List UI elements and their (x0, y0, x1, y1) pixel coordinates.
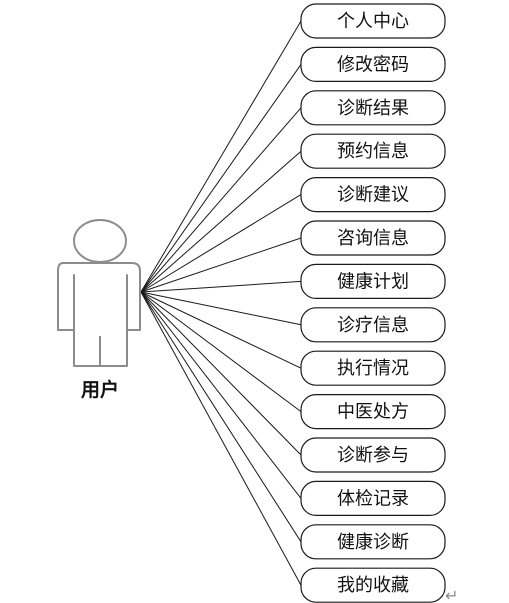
association-line (140, 291, 302, 413)
use-case-outline (300, 437, 446, 473)
use-case-outline (300, 567, 446, 603)
use-case-label: 我的收藏 (337, 575, 409, 596)
use-case-box: 咨询信息 (300, 220, 446, 256)
use-case-box: 执行情况 (300, 350, 446, 386)
use-case-box: 个人中心 (300, 3, 446, 39)
association-line (140, 64, 302, 293)
use-case-label: 执行情况 (337, 358, 409, 379)
use-case-outline (300, 177, 446, 213)
use-case-box: 诊疗信息 (300, 307, 446, 343)
use-case-outline (300, 263, 446, 299)
use-case-outline (300, 3, 446, 39)
association-line (140, 194, 302, 293)
use-case-outline (300, 46, 446, 83)
use-case-label: 诊断建议 (337, 185, 409, 206)
actor-body (57, 262, 141, 367)
use-case-outline (300, 480, 446, 516)
use-case-label: 诊断参与 (337, 445, 409, 466)
use-case-box: 预约信息 (300, 133, 446, 169)
use-case-box: 修改密码 (300, 46, 446, 83)
use-case-outline (300, 307, 446, 343)
use-case-box: 诊断参与 (300, 437, 446, 473)
use-case-label: 中医处方 (337, 402, 409, 423)
use-case-label: 咨询信息 (337, 228, 409, 249)
use-case-outline (300, 350, 446, 386)
association-line (140, 107, 302, 293)
use-case-label: 健康诊断 (337, 532, 409, 553)
use-case-box: 健康计划 (300, 263, 446, 299)
use-case-box: 体检记录 (300, 480, 446, 516)
use-case-outline (300, 220, 446, 256)
association-line (140, 237, 302, 293)
use-case-label: 个人中心 (337, 11, 409, 32)
use-case-label: 修改密码 (337, 54, 409, 75)
association-line (140, 291, 302, 499)
use-case-outline (300, 394, 446, 430)
association-line (140, 280, 302, 293)
use-case-box: 健康诊断 (300, 524, 446, 560)
association-line (140, 291, 302, 369)
use-case-label: 预约信息 (337, 141, 409, 162)
use-case-box: 我的收藏 (300, 567, 446, 603)
use-case-list: 个人中心修改密码诊断结果预约信息诊断建议咨询信息健康计划诊疗信息执行情况中医处方… (300, 3, 446, 603)
association-line (140, 150, 302, 293)
association-line (140, 291, 302, 543)
use-case-label: 诊疗信息 (337, 315, 409, 336)
use-case-outline (300, 90, 446, 126)
use-case-outline (300, 133, 446, 169)
association-line (140, 291, 302, 586)
association-line (140, 291, 302, 456)
use-case-label: 健康计划 (337, 271, 409, 292)
use-case-label: 诊断结果 (337, 98, 409, 119)
association-lines (140, 20, 302, 586)
association-line (140, 20, 302, 293)
use-case-box: 中医处方 (300, 394, 446, 430)
actor-figure: 用户 (57, 219, 141, 401)
use-case-box: 诊断建议 (300, 177, 446, 213)
use-case-outline (300, 524, 446, 560)
use-case-label: 体检记录 (337, 488, 409, 509)
person-icon (57, 219, 141, 367)
actor-head (73, 219, 127, 263)
paragraph-mark: ↵ (445, 586, 458, 603)
use-case-box: 诊断结果 (300, 90, 446, 126)
association-line (140, 291, 302, 326)
actor-label: 用户 (81, 378, 119, 401)
